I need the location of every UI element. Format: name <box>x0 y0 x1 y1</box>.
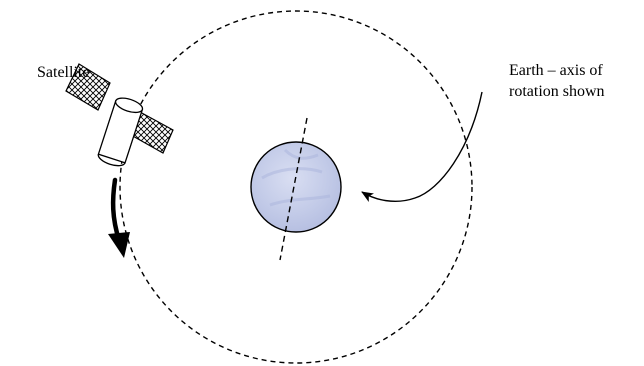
pointer-arrow-icon <box>362 92 482 201</box>
earth-label-line2: rotation shown <box>509 83 605 100</box>
curved-arrow-icon <box>108 180 130 258</box>
earth-label-line1: Earth – axis of <box>509 62 603 79</box>
earth-globe-icon <box>251 142 341 232</box>
satellite-label: Satellite <box>37 64 89 81</box>
